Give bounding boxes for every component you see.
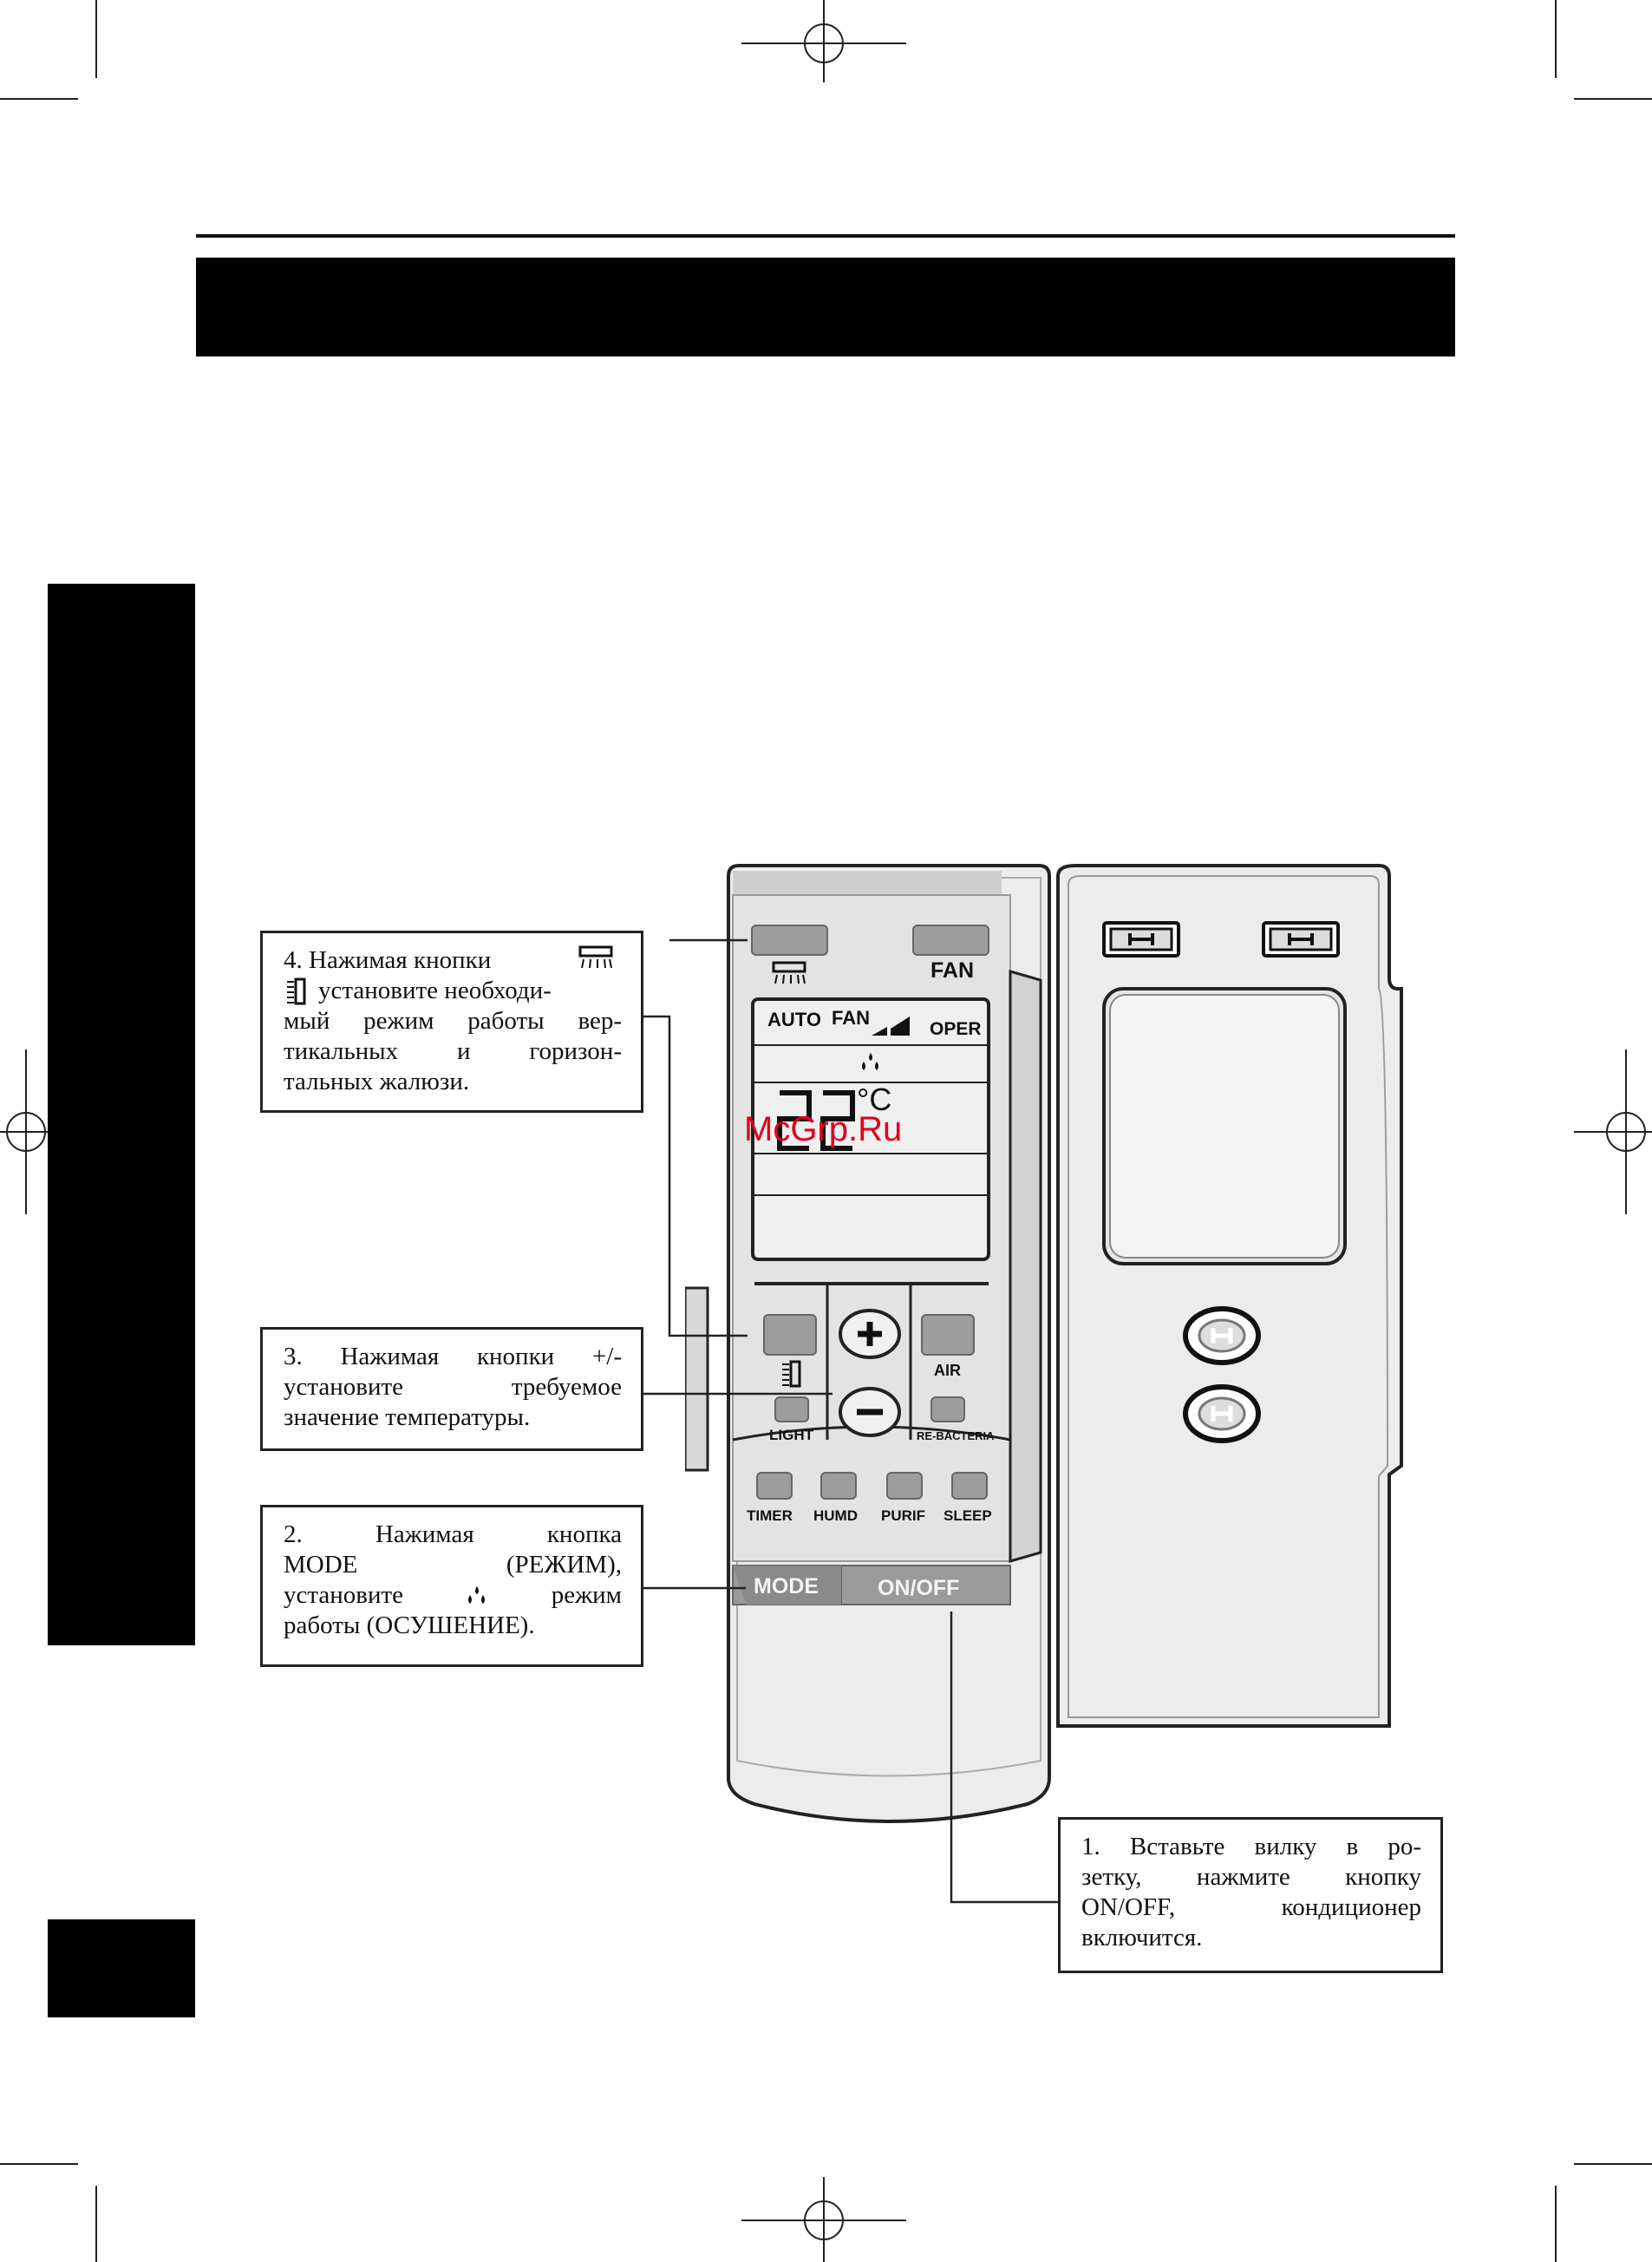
crop-mark: [1555, 0, 1557, 78]
section-tab: [48, 584, 195, 1645]
purif-label: PURIF: [881, 1507, 925, 1524]
callout-step3: 3. Нажимая кнопки +/- установите требуем…: [260, 1327, 643, 1451]
callout-step2-line: установите: [284, 1581, 404, 1609]
battery-cover-button-icon: [1183, 1306, 1261, 1365]
hinge-clip-icon: [1262, 921, 1340, 958]
callout-step4-line: тальных жалюзи.: [284, 1068, 470, 1095]
lcd-auto: AUTO: [767, 1009, 821, 1030]
crop-mark: [1574, 98, 1652, 100]
mode-button[interactable]: MODE: [754, 1574, 819, 1598]
rebacteria-label: RE-BACTERIA: [917, 1429, 995, 1442]
callout-step4-line: тикальных и горизон-: [284, 1037, 622, 1065]
fan-label: FAN: [930, 958, 974, 983]
title-banner: [196, 258, 1455, 356]
swing-horizontal-icon: [772, 961, 806, 984]
dry-mode-icon: [862, 1053, 878, 1070]
callout-step3-line: значение температуры.: [284, 1403, 531, 1431]
sleep-button[interactable]: [951, 1472, 988, 1500]
lcd-oper: OPER: [930, 1019, 982, 1039]
callout-step2-line: 2. Нажимая кнопка: [284, 1520, 622, 1548]
callout-step4-line: мый режим работы вер-: [284, 1007, 622, 1035]
callout-step1-line: зетку, нажмите кнопку: [1081, 1863, 1421, 1891]
page-number-tab: [48, 1919, 195, 2017]
swing-button[interactable]: [751, 925, 828, 956]
plus-button[interactable]: [838, 1308, 902, 1360]
callout-step2-line: работы (ОСУШЕНИЕ).: [284, 1612, 535, 1639]
callout-step2-line: MODE (РЕЖИМ),: [284, 1551, 622, 1579]
hinge-clip-icon: [1102, 921, 1180, 958]
timer-button[interactable]: [756, 1472, 793, 1500]
callout-step1-line: включится.: [1081, 1924, 1203, 1951]
crop-mark: [1574, 2163, 1652, 2165]
sleep-label: SLEEP: [944, 1507, 992, 1524]
registration-mark-right: [1574, 1049, 1652, 1214]
swing-vertical-icon: [782, 1360, 801, 1388]
swing-vertical-button[interactable]: [763, 1314, 817, 1356]
crop-mark: [95, 2186, 97, 2262]
humd-label: HUMD: [813, 1507, 858, 1524]
crop-mark: [95, 0, 97, 78]
callout-step2-line: режим: [551, 1581, 622, 1609]
air-label: AIR: [934, 1362, 961, 1379]
remote-illustration: [685, 864, 1403, 1823]
callout-step4: 4. Нажимая кнопки установите необходи- м…: [260, 931, 643, 1113]
crop-mark: [1555, 2186, 1557, 2262]
swing-vertical-icon: [287, 977, 306, 1005]
dry-mode-icon: [468, 1585, 486, 1604]
battery-cover-button-icon: [1183, 1384, 1261, 1443]
air-button[interactable]: [921, 1314, 975, 1356]
callout-step1-line: ON/OFF, кондиционер: [1081, 1893, 1421, 1921]
watermark: McGrp.Ru: [744, 1110, 903, 1148]
onoff-button[interactable]: ON/OFF: [878, 1576, 960, 1600]
callout-step2: 2. Нажимая кнопка MODE (РЕЖИМ), установи…: [260, 1505, 643, 1667]
lcd-temperature-digits: [777, 1090, 855, 1151]
fan-button[interactable]: [912, 925, 989, 956]
signal-level-icon: [872, 1017, 910, 1036]
lcd-fan: FAN: [832, 1007, 870, 1029]
timer-label: TIMER: [747, 1507, 793, 1524]
lcd-unit: °C: [857, 1082, 892, 1117]
callout-step4-line: 4. Нажимая кнопки: [284, 946, 492, 974]
callout-step4-line: установите необходи-: [318, 977, 552, 1004]
purif-button[interactable]: [886, 1472, 923, 1500]
rebacteria-button[interactable]: [930, 1396, 965, 1422]
registration-mark-bottom: [741, 2177, 906, 2262]
humd-button[interactable]: [820, 1472, 857, 1500]
header-rule: [196, 234, 1455, 238]
callout-step3-line: 3. Нажимая кнопки +/-: [284, 1343, 622, 1370]
light-label: LIGHT: [769, 1427, 813, 1443]
crop-mark: [0, 98, 78, 100]
callout-step3-line: установите требуемое: [284, 1373, 622, 1401]
swing-horizontal-icon: [578, 945, 613, 969]
crop-mark: [0, 2163, 78, 2165]
registration-mark-top: [741, 0, 906, 82]
light-button[interactable]: [774, 1396, 809, 1422]
minus-button[interactable]: [838, 1386, 902, 1438]
callout-step1: 1. Вставьте вилку в ро- зетку, нажмите к…: [1058, 1817, 1443, 1973]
callout-step1-line: 1. Вставьте вилку в ро-: [1081, 1833, 1421, 1860]
